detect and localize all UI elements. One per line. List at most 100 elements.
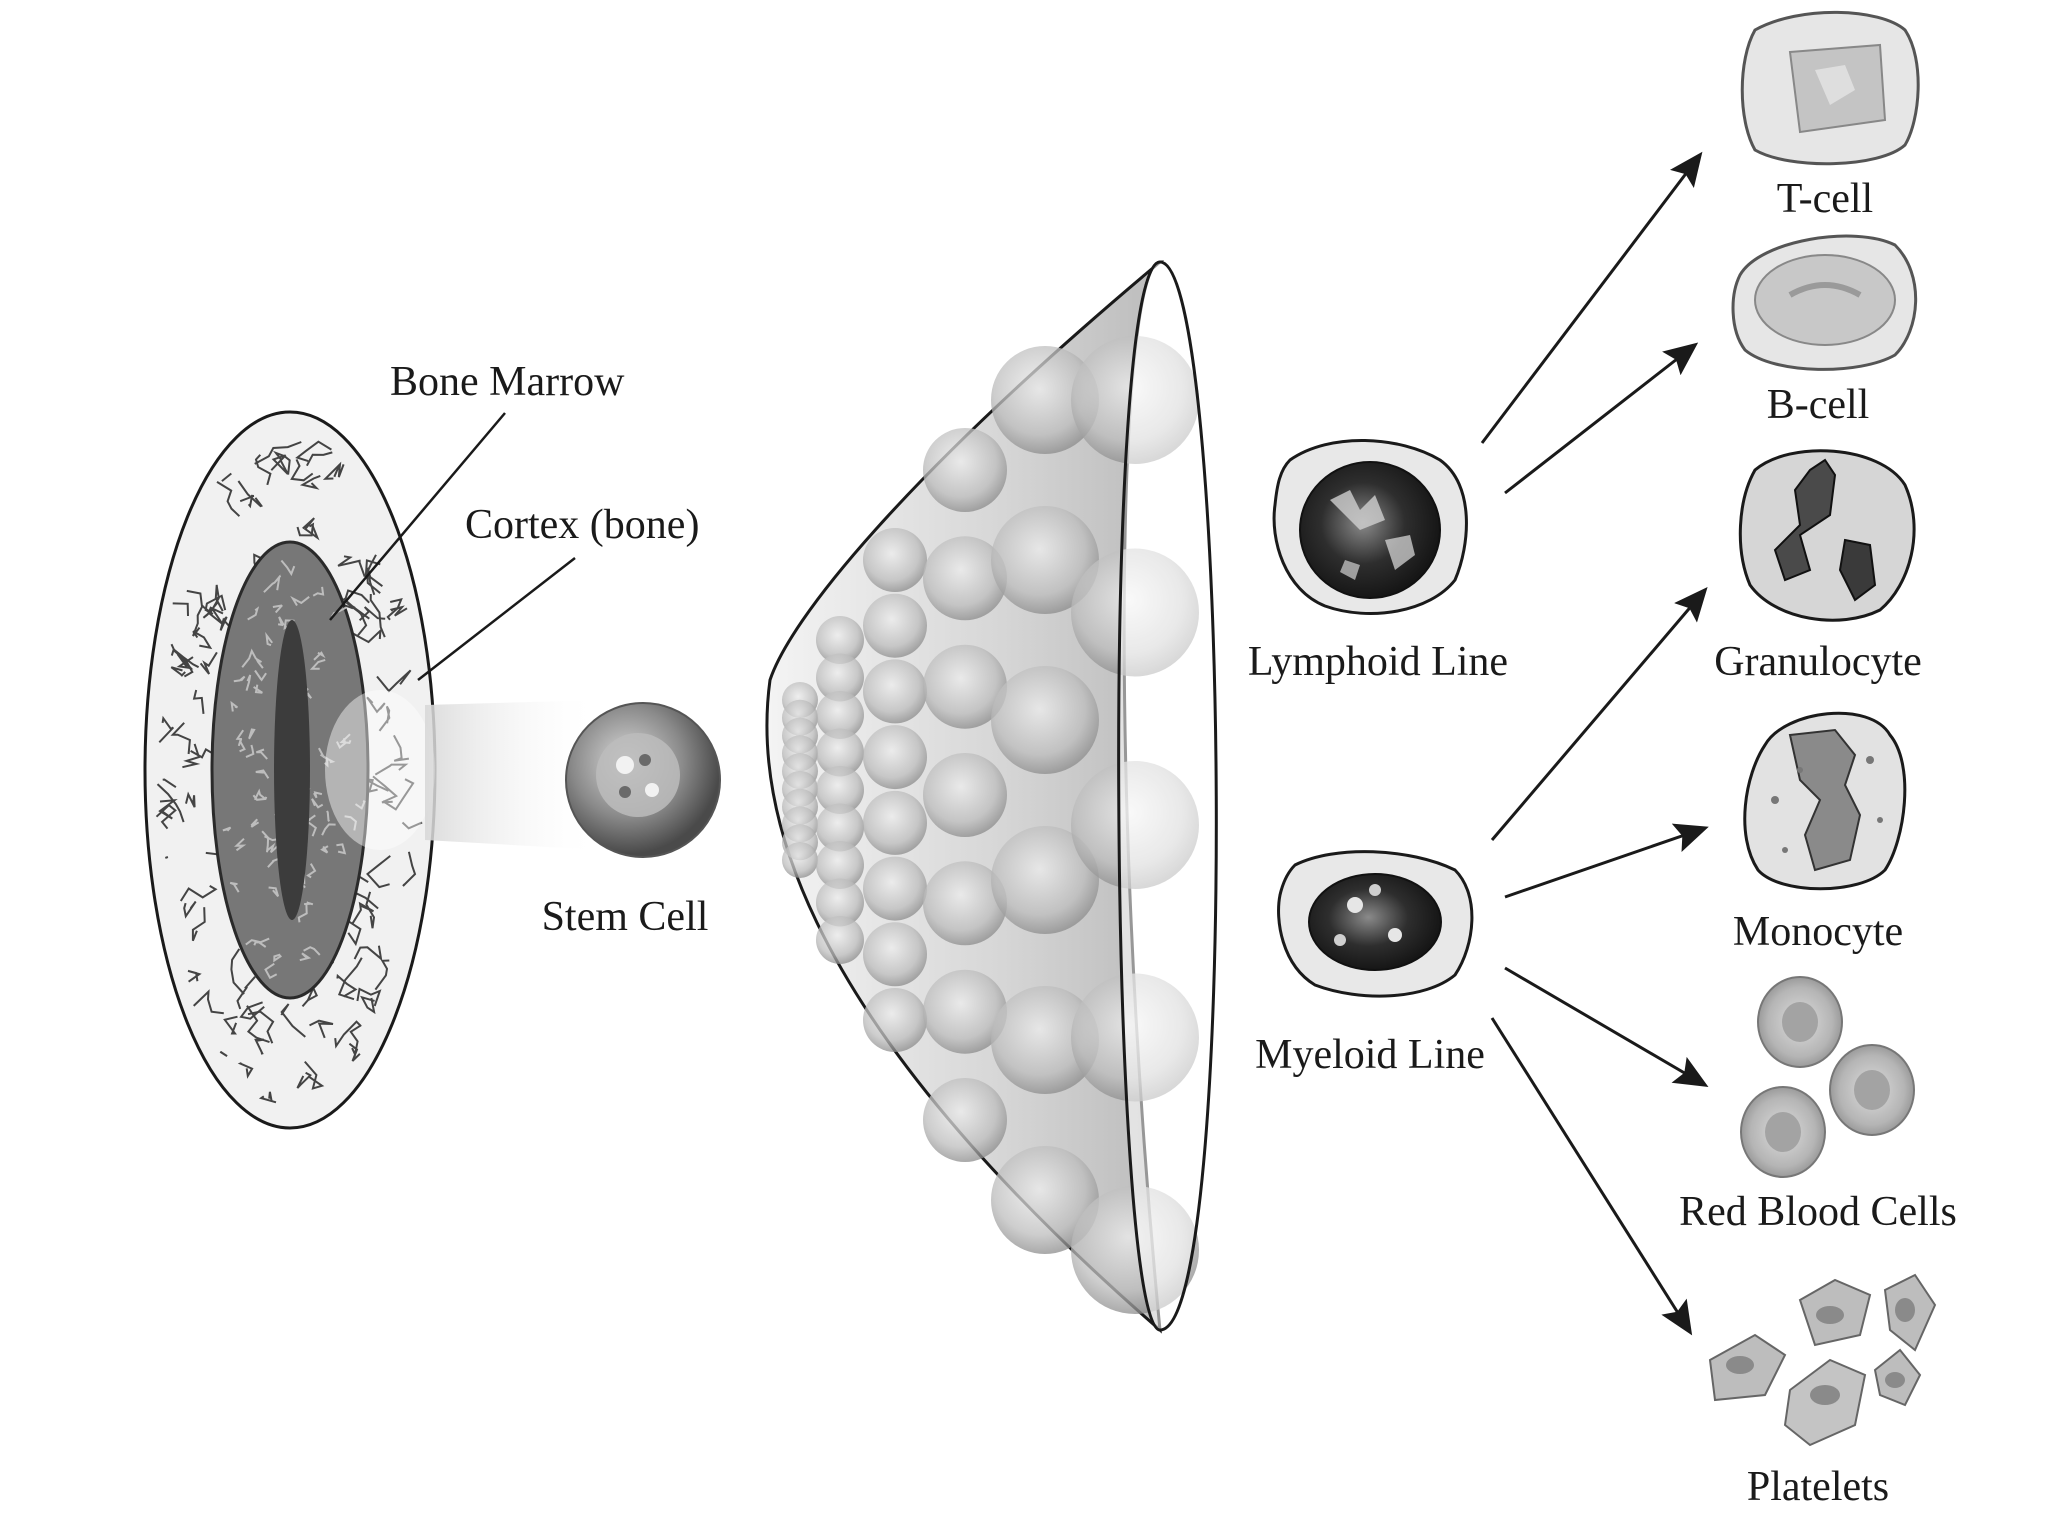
progenitor-cell [782, 842, 818, 878]
marrow-strand [254, 669, 267, 682]
trabecula [353, 945, 383, 962]
marrow-strand [303, 946, 321, 956]
trabecula [376, 669, 412, 693]
progenitor-cell [863, 725, 927, 790]
trabecula [374, 959, 390, 991]
myeloid-progenitor-cell [1277, 850, 1474, 998]
marrow-strand [254, 656, 264, 669]
marrow-strand [305, 814, 318, 837]
marrow-strand [280, 559, 296, 577]
marrow-strand [261, 830, 270, 853]
differentiation-arrows [1480, 151, 1709, 1336]
trabecula [402, 851, 417, 887]
marrow-strand [290, 595, 310, 607]
progenitor-cell [991, 506, 1099, 614]
trabecula [239, 1001, 265, 1020]
marrow-strand [313, 791, 323, 799]
marrow-strand [229, 881, 240, 893]
progenitor-cell [991, 1146, 1099, 1254]
trabecula [172, 602, 189, 617]
marrow-strand [304, 901, 314, 906]
bone-cross-section [143, 410, 437, 1130]
trabecula [223, 1015, 238, 1035]
progenitor-cell [816, 878, 864, 927]
trabecula [336, 973, 358, 998]
progenitor-cell [863, 988, 927, 1052]
progenitor-cell [816, 616, 864, 664]
trabecula [360, 995, 376, 1015]
marrow-strand [255, 769, 270, 779]
trabecula [354, 607, 370, 636]
trabecula [342, 597, 359, 613]
marrow-strand [266, 842, 280, 854]
trabecula [216, 481, 241, 517]
platelets-label: Platelets [1747, 1464, 1889, 1510]
trabecula [334, 1020, 362, 1049]
marrow-strand [339, 733, 352, 744]
trabecula [290, 458, 314, 482]
trabecula [372, 775, 399, 804]
marrow-strand [299, 952, 312, 962]
marrow-strand [264, 962, 278, 980]
trabecula [302, 517, 320, 541]
arrow-to-platelets [1490, 1017, 1693, 1336]
marrow-strand [336, 843, 347, 855]
red-blood-cells-label: Red Blood Cells [1679, 1189, 1957, 1235]
trabecula [349, 1024, 362, 1058]
expansion-cone [765, 260, 1218, 1334]
trabecula [158, 799, 178, 820]
trabecula [337, 555, 361, 567]
progenitor-cell [816, 916, 864, 964]
trabecula [401, 821, 423, 830]
marrow-strand [297, 904, 308, 923]
bone-marrow-label: Bone Marrow [390, 359, 625, 405]
trabecula [239, 494, 255, 509]
progenitor-cell [816, 803, 864, 852]
bone-marrow-leader [329, 412, 506, 621]
trabecula [192, 630, 213, 650]
progenitor-cell [863, 659, 927, 724]
trabecula [356, 987, 382, 1007]
marrow-strand [354, 800, 366, 810]
trabecula [309, 1019, 334, 1039]
trabecula [179, 885, 218, 902]
progenitor-cell [863, 790, 927, 855]
marrow-strand [273, 953, 282, 963]
trabecula [296, 1071, 312, 1089]
granulocyte-label: Granulocyte [1714, 639, 1922, 685]
trabecula [156, 783, 185, 823]
marrow-strand [230, 700, 239, 712]
trabecula [193, 989, 224, 1015]
progenitor-cell [991, 666, 1099, 774]
marrow-strand [241, 648, 257, 668]
trabecula [199, 651, 218, 675]
marrow-strand [267, 857, 281, 868]
trabecula [170, 643, 194, 678]
marrow-strand [253, 941, 267, 948]
trabecula [170, 666, 186, 677]
trabecula [162, 778, 177, 789]
trabecula [164, 856, 169, 859]
stem-cell [565, 702, 721, 858]
progenitor-cell [863, 528, 927, 592]
cortex-leader [417, 557, 576, 681]
trabecula [204, 594, 227, 611]
marrow-strand [245, 674, 252, 691]
trabecula [306, 451, 333, 467]
trabecula [202, 597, 220, 619]
progenitor-cell [923, 861, 1007, 946]
marrow-strand [272, 604, 283, 614]
platelets [1708, 1273, 1937, 1447]
monocyte [1743, 711, 1907, 891]
granulocyte [1738, 449, 1916, 622]
projection-beam [425, 700, 600, 850]
marrow-strand [247, 606, 260, 621]
trabecula [351, 901, 374, 925]
marrow-strand [263, 575, 282, 593]
marrow-strand [265, 631, 273, 647]
trabecula [219, 1050, 228, 1057]
arrow-to-red-blood-cells [1504, 966, 1709, 1088]
marrow-strand [318, 747, 336, 764]
progenitor-cell [923, 428, 1007, 512]
